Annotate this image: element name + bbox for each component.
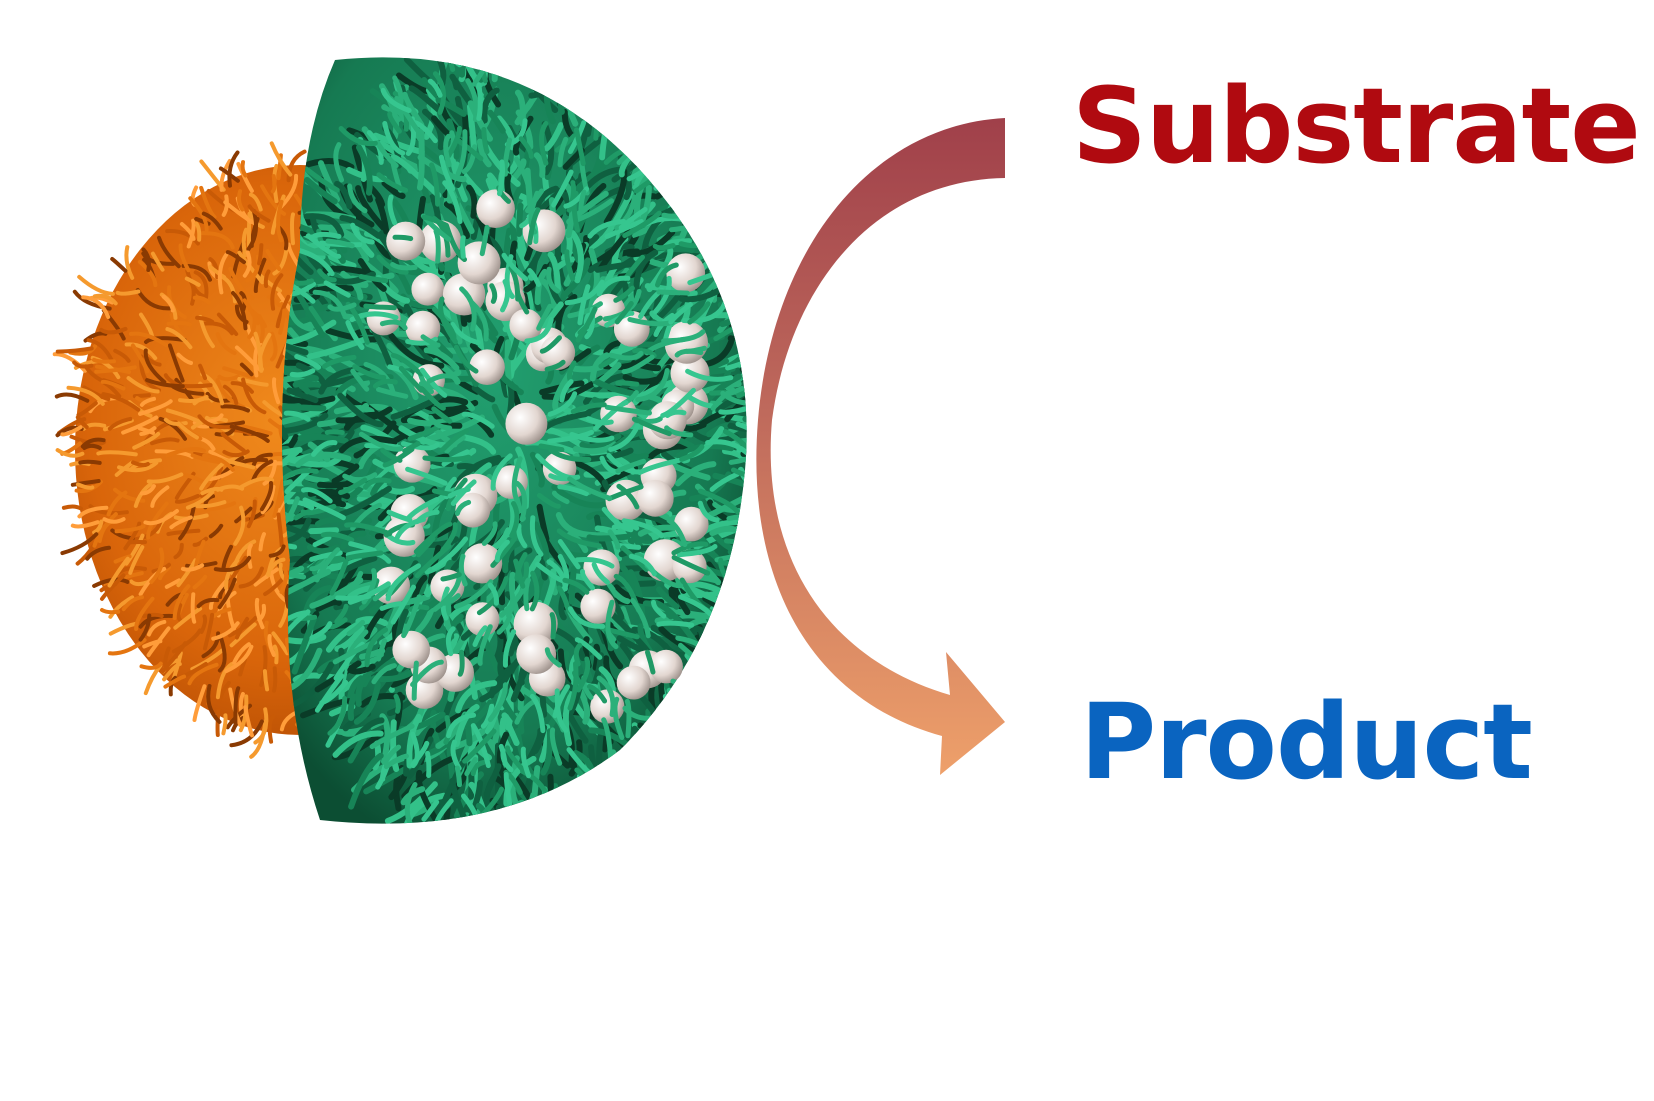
curved-arrow-icon bbox=[756, 118, 1005, 775]
substrate-label: Substrate bbox=[1072, 65, 1641, 187]
janus-micelle-icon bbox=[52, 57, 747, 824]
product-label: Product bbox=[1080, 681, 1533, 803]
arrow-body bbox=[756, 118, 1005, 775]
